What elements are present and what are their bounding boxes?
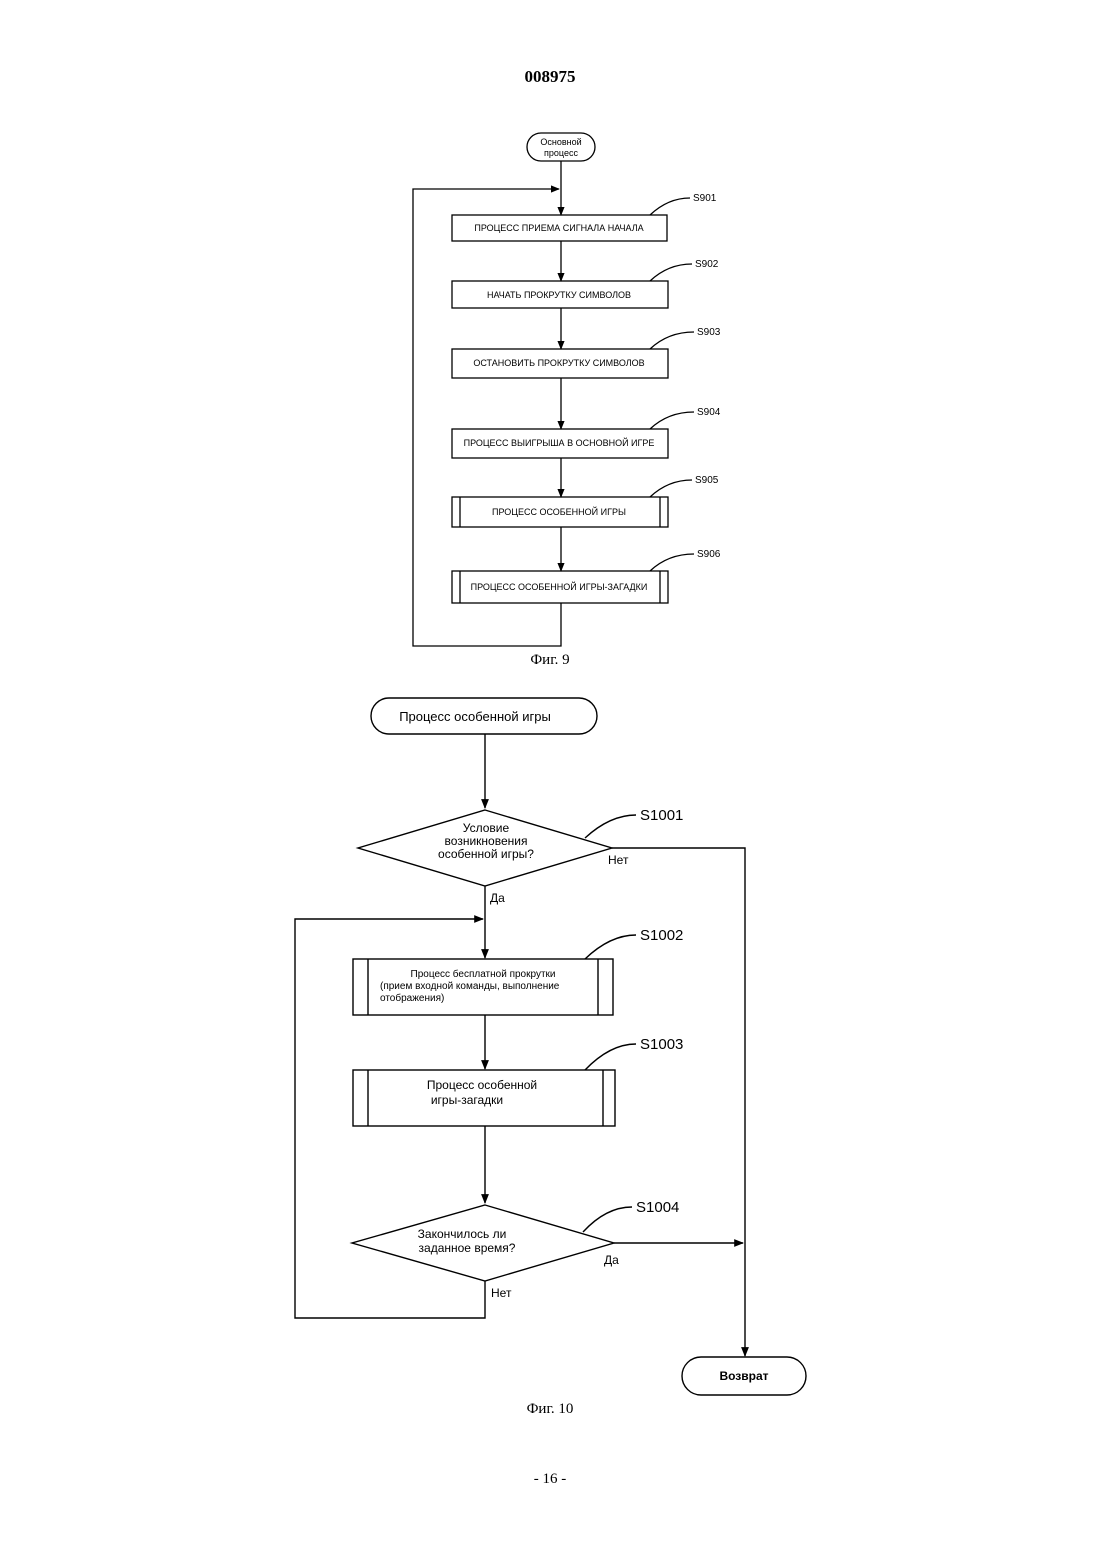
fig10-s1003-line-1: Процесс особенной	[427, 1078, 537, 1092]
fig9-step-s906-label: ПРОЦЕСС ОСОБЕННОЙ ИГРЫ-ЗАГАДКИ	[471, 581, 648, 592]
fig9-step-s902-label: НАЧАТЬ ПРОКРУТКУ СИМВОЛОВ	[487, 290, 631, 300]
fig10-s1001-line-2: возникновения	[445, 834, 528, 848]
fig10-s1004-no-label: Нет	[491, 1286, 512, 1300]
fig9-caption: Фиг. 9	[530, 652, 569, 668]
fig10-caption: Фиг. 10	[527, 1401, 574, 1417]
fig10-s1002-line-3: отображения)	[380, 992, 444, 1004]
fig9-step-s903-id: S903	[697, 327, 721, 338]
fig9-step-s903-label: ОСТАНОВИТЬ ПРОКРУТКУ СИМВОЛОВ	[473, 358, 644, 368]
fig10-s1004-line-2: заданное время?	[419, 1241, 516, 1255]
fig10-end-label: Возврат	[719, 1369, 768, 1383]
document-number: 008975	[525, 67, 576, 86]
fig9-step-s904-label: ПРОЦЕСС ВЫИГРЫША В ОСНОВНОЙ ИГРЕ	[464, 437, 655, 448]
fig9-step-s901-label: ПРОЦЕСС ПРИЕМА СИГНАЛА НАЧАЛА	[474, 223, 643, 233]
fig10-s1003-line-2: игры-загадки	[431, 1093, 503, 1107]
figure-10	[295, 698, 806, 1395]
fig10-s1002-line-2: (прием входной команды, выполнение	[380, 981, 560, 992]
fig9-step-s906-id: S906	[697, 549, 721, 560]
fig10-s1004-yes-label: Да	[604, 1253, 619, 1267]
fig10-s1002-line-1: Процесс бесплатной прокрутки	[411, 968, 556, 980]
fig10-s1001-yes-label: Да	[490, 891, 505, 905]
fig10-s1001-line-3: особенной игры?	[438, 847, 534, 861]
fig10-s1001-no-label: Нет	[608, 853, 629, 867]
fig9-step-s904-id: S904	[697, 407, 721, 418]
fig10-s1002-id: S1002	[640, 927, 683, 944]
fig10-s1001-id: S1001	[640, 807, 683, 824]
fig10-start-label: Процесс особенной игры	[399, 709, 551, 724]
fig10-s1003-id: S1003	[640, 1036, 683, 1053]
fig9-step-s905-label: ПРОЦЕСС ОСОБЕННОЙ ИГРЫ	[492, 506, 626, 517]
fig9-start-label-1: Основной	[540, 137, 581, 147]
fig10-s1004-id: S1004	[636, 1199, 679, 1216]
fig10-s1004-line-1: Закончилось ли	[418, 1227, 507, 1241]
fig9-step-s902-id: S902	[695, 259, 719, 270]
fig9-start-label-2: процесс	[544, 148, 578, 158]
fig9-step-s905-id: S905	[695, 475, 719, 486]
figure-9	[413, 133, 694, 646]
page-number: - 16 -	[534, 1471, 567, 1487]
fig9-step-s901-id: S901	[693, 193, 717, 204]
fig10-s1001-line-1: Условие	[463, 821, 510, 835]
